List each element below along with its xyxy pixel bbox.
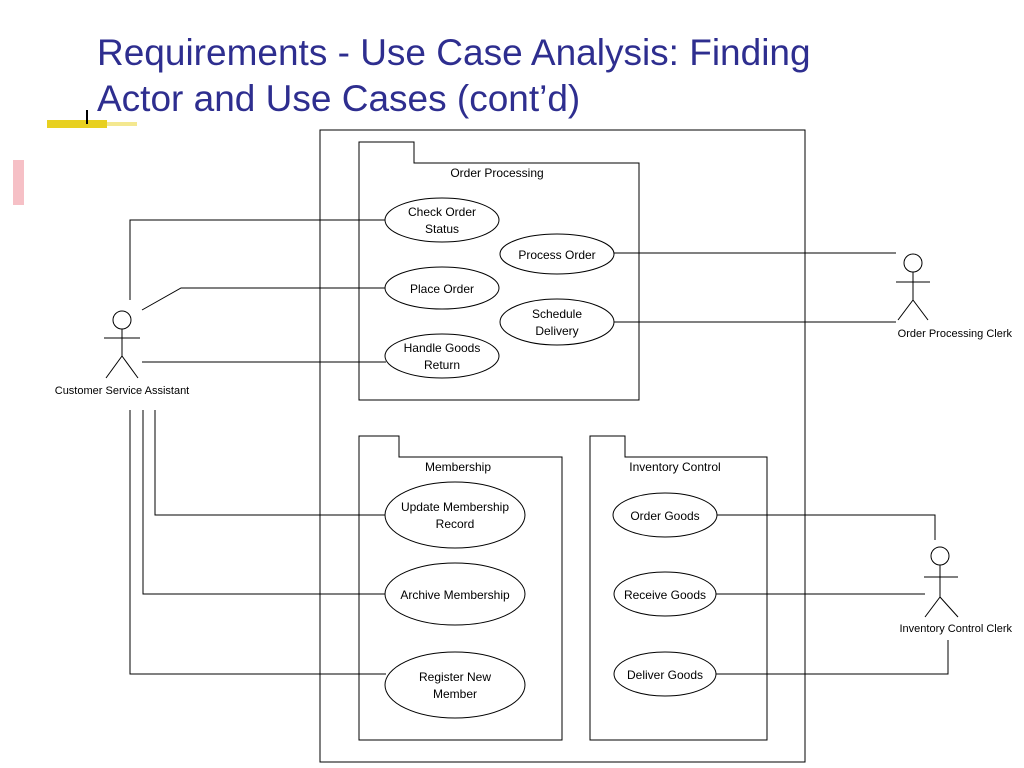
- use-case-check-order-status-label-1: Check Order: [408, 205, 476, 219]
- use-case-register-new-member-label-2: Member: [433, 687, 477, 701]
- use-case-receive-goods-ellipse: [613, 571, 717, 617]
- package-inventory-control-label: Inventory Control: [629, 460, 720, 474]
- accent-pink-bar: [13, 160, 24, 205]
- actor-inventory-control-clerk-label: Inventory Control Clerk: [900, 623, 1013, 635]
- slide-title-line-2: Actor and Use Cases (cont’d): [97, 78, 581, 119]
- use-case-place-order-ellipse: [384, 266, 500, 310]
- package-order-processing-label: Order Processing: [450, 166, 543, 180]
- accent-tick: [86, 110, 88, 124]
- actor-customer-service-assistant-figure: [104, 310, 140, 379]
- use-case-update-membership-record-label-1: Update Membership: [401, 500, 509, 514]
- package-order-processing-frame: [358, 141, 640, 401]
- use-case-handle-goods-return-ellipse: [384, 333, 500, 379]
- decorative-accent: [13, 110, 137, 205]
- use-case-handle-goods-return-label-2: Return: [424, 358, 460, 372]
- use-case-deliver-goods-label: Deliver Goods: [627, 668, 703, 682]
- use-case-deliver-goods-ellipse: [613, 651, 717, 697]
- use-case-check-order-status-label-2: Status: [425, 222, 459, 236]
- actor-inventory-control-clerk-figure: [924, 546, 959, 618]
- assoc-csa-check-order-status: [129, 219, 386, 300]
- system-boundary: [319, 129, 806, 763]
- use-case-register-new-member-ellipse: [384, 651, 526, 719]
- use-case-archive-membership-label: Archive Membership: [400, 588, 510, 602]
- assoc-csa-place-order: [141, 287, 386, 311]
- slide-title: Requirements - Use Case Analysis: Findin…: [97, 30, 997, 122]
- use-case-update-membership-record-label-2: Record: [436, 517, 475, 531]
- use-case-place-order-label: Place Order: [410, 282, 474, 296]
- slide-title-line-1: Requirements - Use Case Analysis: Findin…: [97, 32, 811, 73]
- use-case-order-goods-ellipse: [612, 492, 718, 538]
- use-case-handle-goods-return-label-1: Handle Goods: [404, 341, 481, 355]
- assoc-csa-register-new-member: [129, 410, 386, 675]
- use-case-order-goods-label: Order Goods: [630, 509, 699, 523]
- actor-customer-service-assistant-label: Customer Service Assistant: [55, 385, 190, 397]
- use-case-check-order-status-ellipse: [384, 197, 500, 243]
- package-membership-frame: [358, 435, 563, 741]
- package-membership-label: Membership: [425, 460, 491, 474]
- assoc-csa-update-membership: [154, 410, 385, 516]
- use-case-schedule-delivery-label-1: Schedule: [532, 307, 582, 321]
- use-case-schedule-delivery-label-2: Delivery: [535, 324, 578, 338]
- actor-order-processing-clerk-figure: [896, 253, 930, 321]
- use-case-update-membership-record-ellipse: [384, 481, 526, 549]
- accent-yellow-fade: [107, 122, 137, 126]
- use-case-process-order-ellipse: [499, 233, 615, 275]
- accent-yellow-bar: [47, 120, 107, 128]
- use-case-archive-membership-ellipse: [384, 562, 526, 626]
- assoc-icc-deliver-goods: [716, 640, 949, 675]
- use-case-process-order-label: Process Order: [518, 248, 595, 262]
- package-inventory-control-frame: [589, 435, 768, 741]
- use-case-register-new-member-label-1: Register New: [419, 670, 491, 684]
- actor-order-processing-clerk-label: Order Processing Clerk: [898, 328, 1013, 340]
- assoc-csa-archive-membership: [142, 410, 386, 595]
- assoc-icc-order-goods: [717, 514, 936, 540]
- use-case-schedule-delivery-ellipse: [499, 298, 615, 346]
- use-case-receive-goods-label: Receive Goods: [624, 588, 706, 602]
